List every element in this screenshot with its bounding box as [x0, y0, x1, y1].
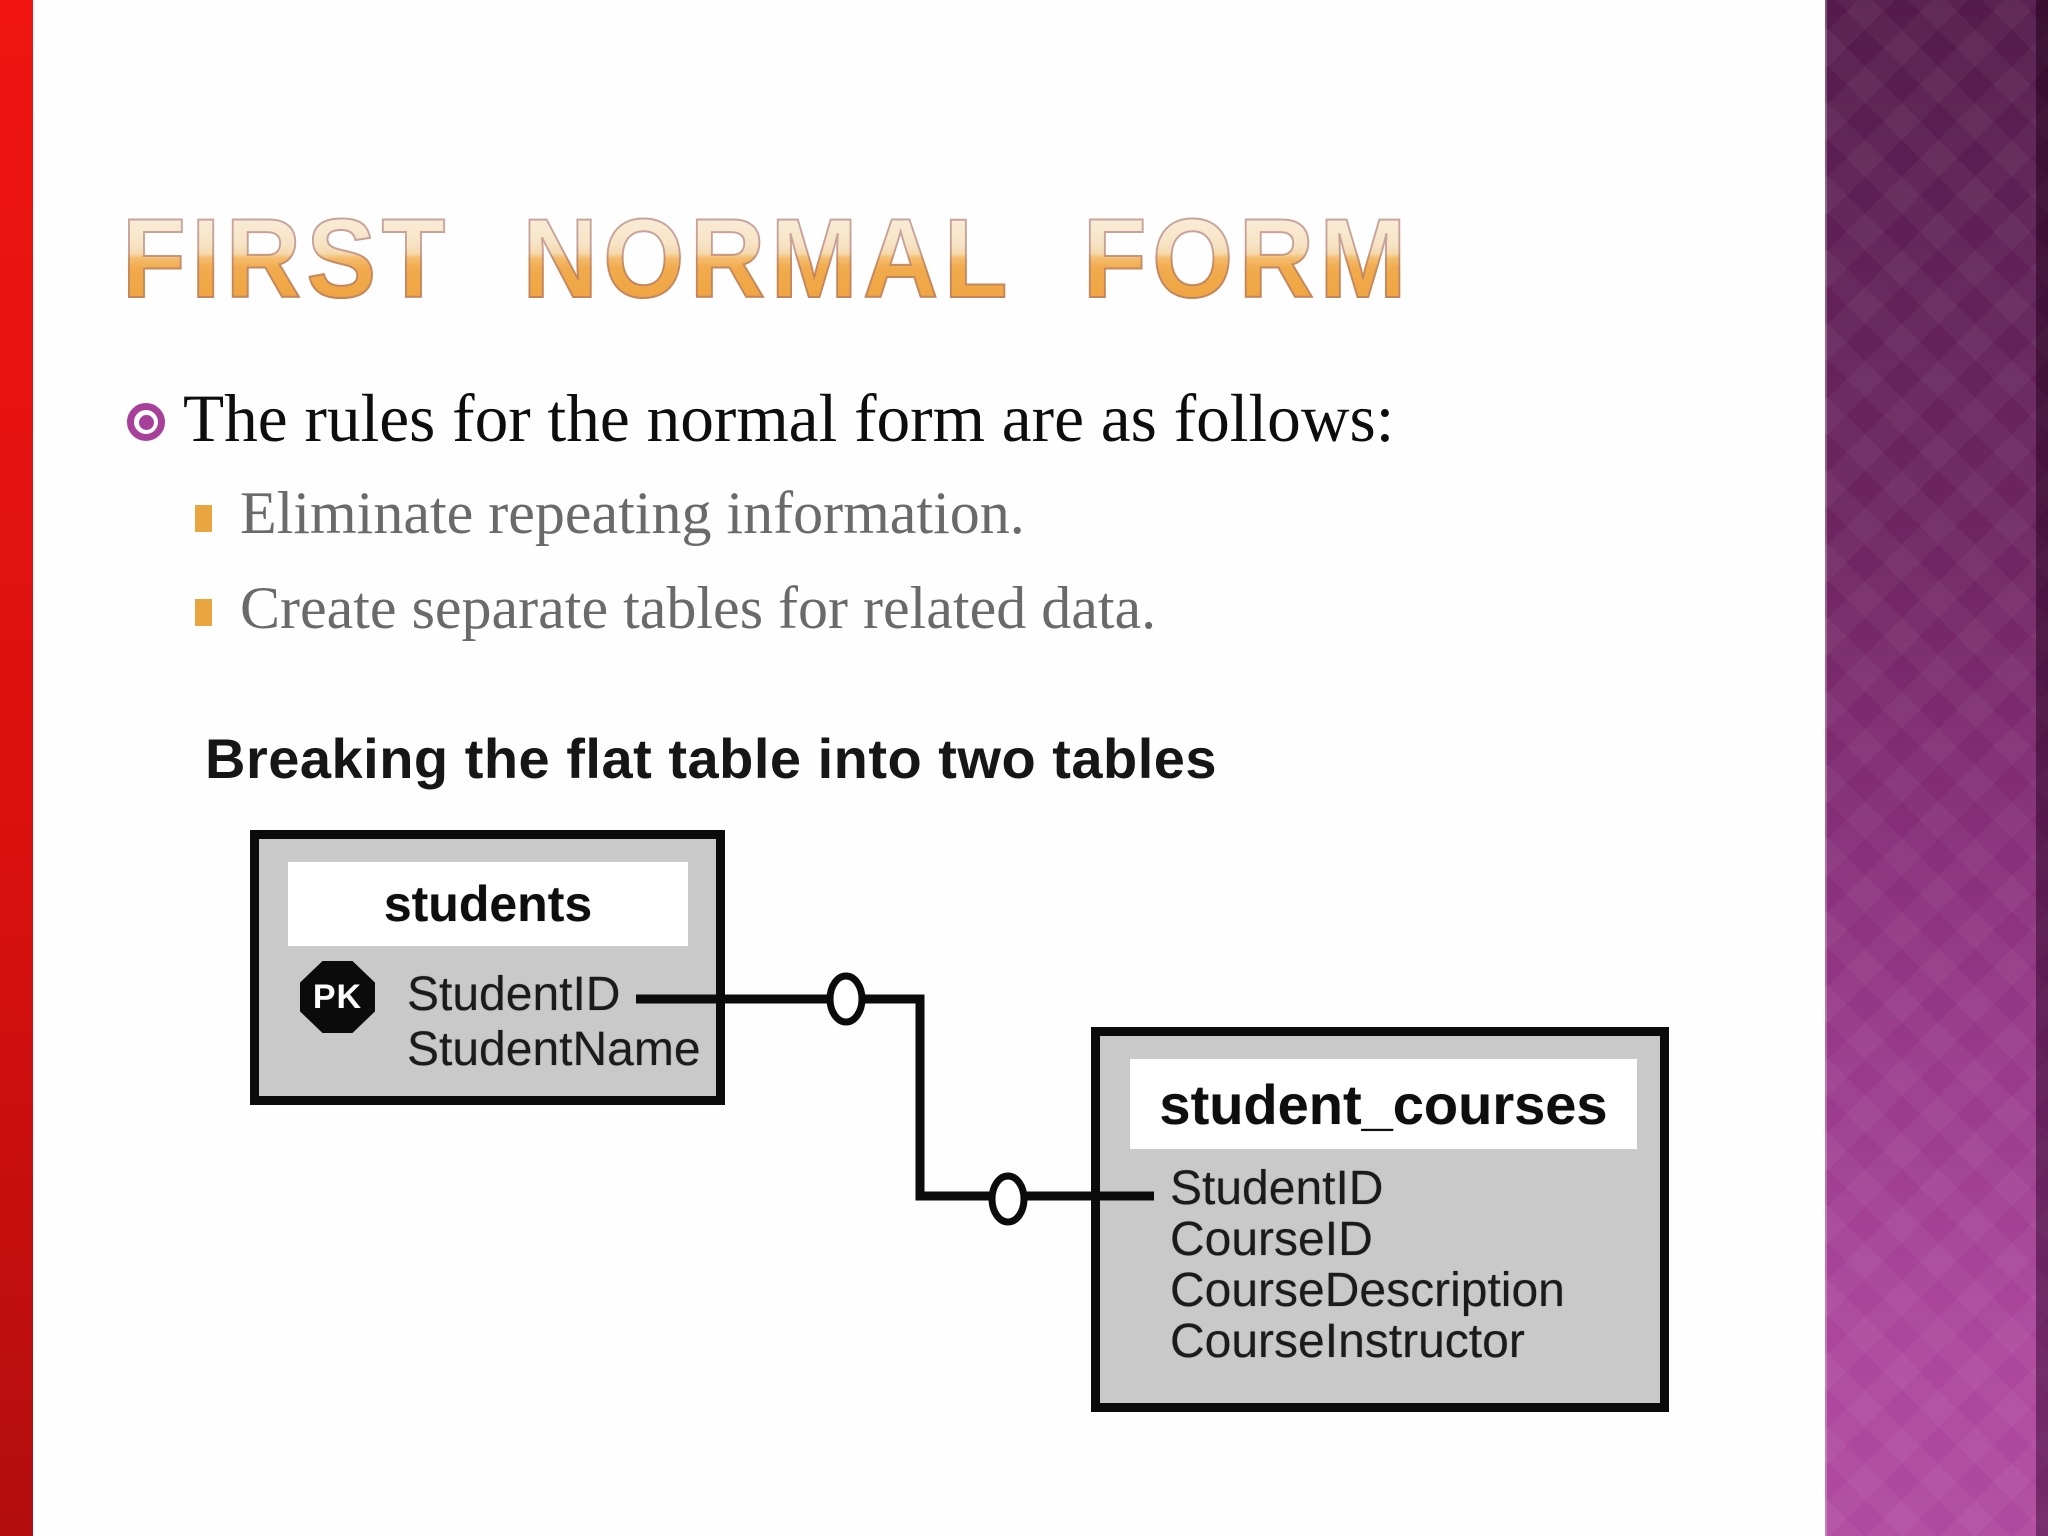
table-name: student_courses: [1159, 1072, 1608, 1136]
field-row: StudentID: [1170, 1162, 1384, 1215]
field-row: CourseDescription: [1170, 1264, 1565, 1317]
students-field-list: StudentID StudentName: [407, 967, 701, 1077]
field-row: CourseInstructor: [1170, 1315, 1525, 1368]
pk-label: PK: [312, 977, 363, 1016]
student-courses-table-box: student_courses StudentID CourseID Cours…: [1091, 1027, 1669, 1412]
sub-bullet-text: Create separate tables for related data.: [240, 575, 1157, 641]
zero-cardinality-marker: [988, 1172, 1028, 1226]
field-row: CourseID: [1170, 1213, 1373, 1266]
diagram-caption: Breaking the flat table into two tables: [205, 727, 1218, 790]
square-bullet-icon: [195, 505, 212, 532]
field-row: StudentID: [407, 968, 621, 1021]
students-table-box: students PK StudentID StudentName: [250, 830, 725, 1105]
student-courses-field-list: StudentID CourseID CourseDescription Cou…: [1170, 1163, 1565, 1367]
slide-title: FIRST NORMAL FORM: [121, 196, 1412, 321]
sub-bullet-text: Eliminate repeating information.: [240, 480, 1025, 546]
circle-bullet-icon: [127, 403, 165, 441]
sidebar-dark-edge: [2036, 0, 2048, 1536]
zero-cardinality-marker: [826, 972, 866, 1026]
field-row: StudentName: [407, 1023, 701, 1076]
table-name: students: [383, 876, 593, 932]
square-bullet-icon: [195, 599, 212, 626]
student-courses-table-titlebar: student_courses: [1130, 1059, 1637, 1149]
main-bullet-text: The rules for the normal form are as fol…: [183, 380, 1395, 456]
primary-key-icon: PK: [300, 961, 375, 1033]
left-red-strip: [0, 0, 33, 1536]
students-table-titlebar: students: [288, 862, 688, 946]
right-gradient-sidebar: [1825, 0, 2048, 1536]
